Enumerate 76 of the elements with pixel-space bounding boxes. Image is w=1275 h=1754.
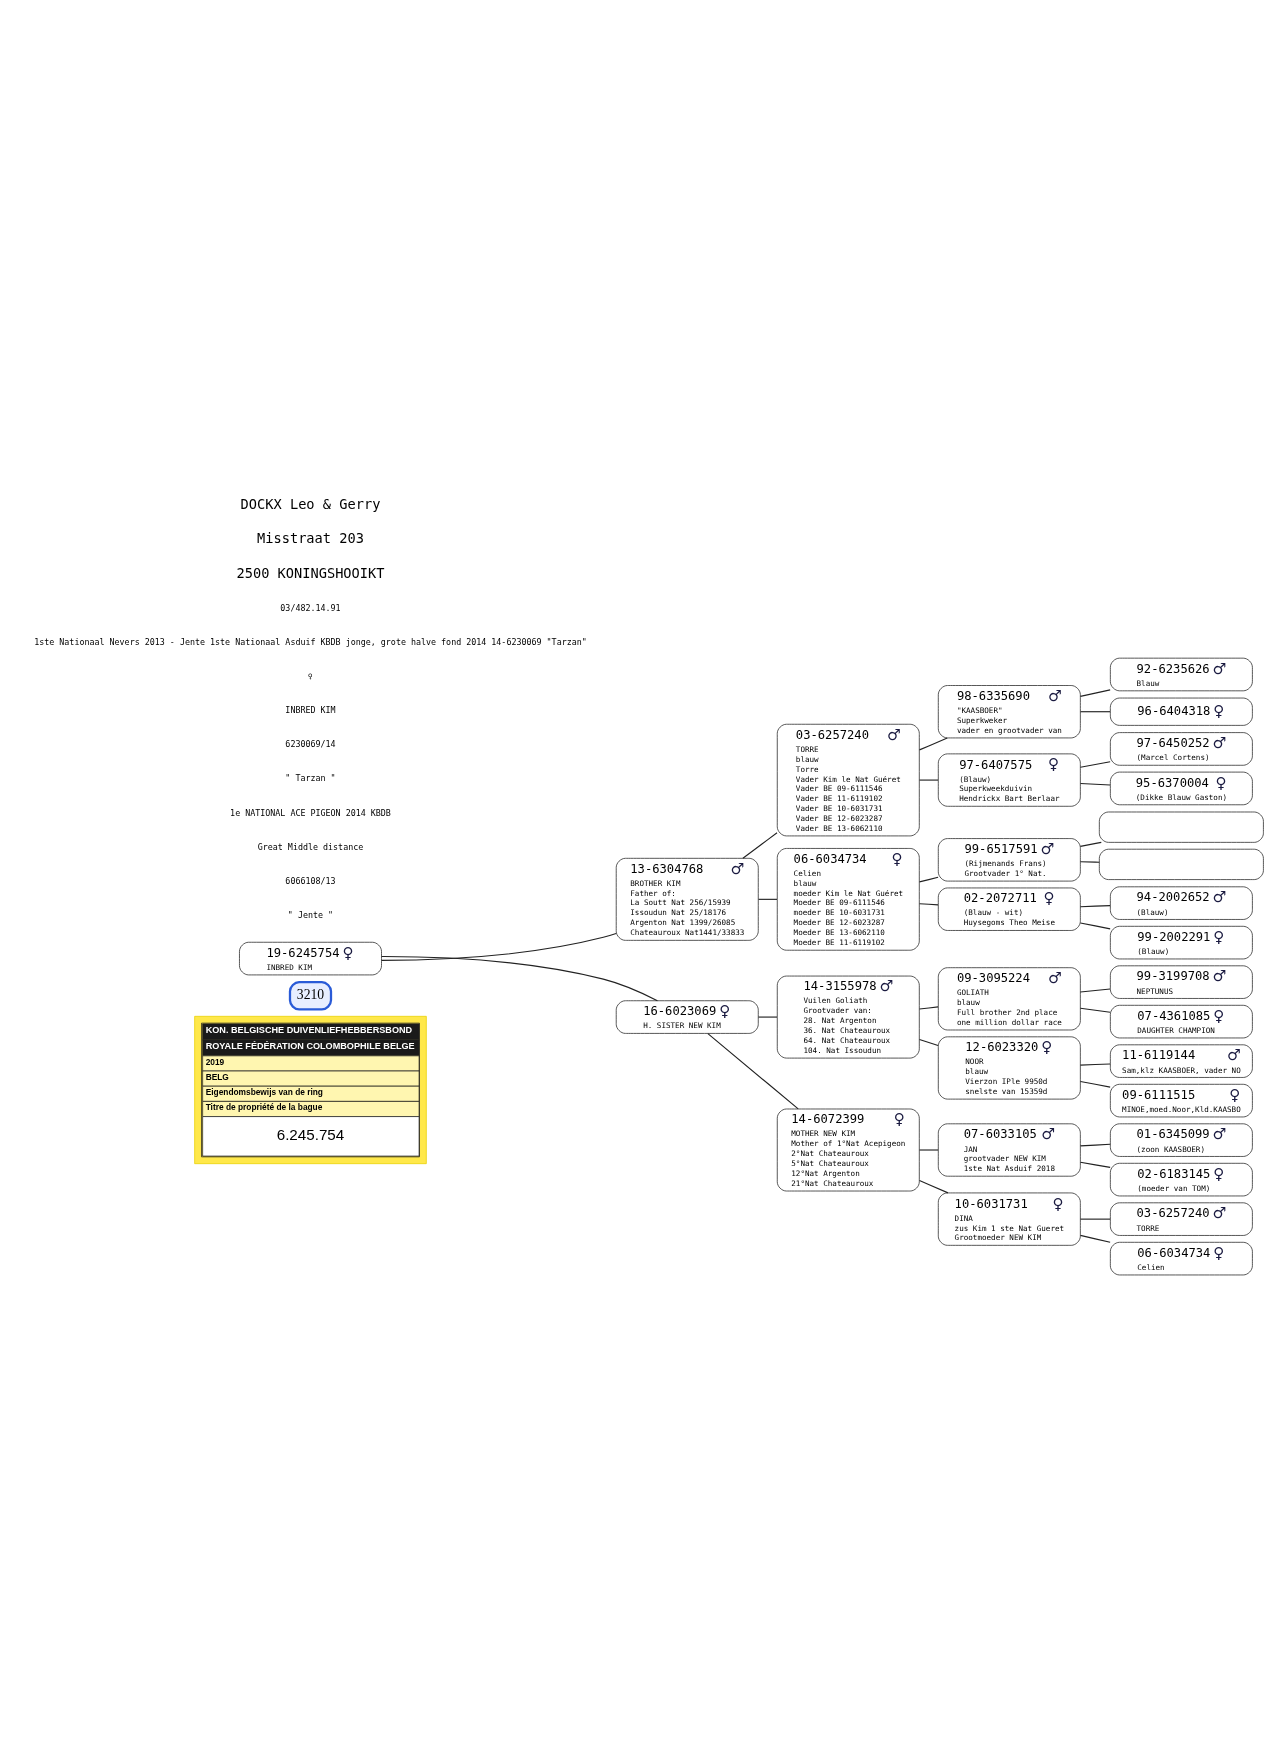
node-box: 06-6034734 ♀ Celien blauw moeder Kim le Nat Guéret Moeder BE 09-6111546 moeder BE 10-6031731 Moeder BE 12-6023287 Moeder BE 13-6062110 Moeder BE 11-6119102 (776, 847, 920, 951)
connector (918, 779, 939, 781)
label: 6066108/13 (285, 875, 336, 886)
connector (1079, 1080, 1111, 1088)
connector (918, 876, 939, 882)
label: 1e NATIONAL ACE PIGEON 2014 KBDB (230, 807, 391, 818)
node-box: 11-6119144 ♂ Sam,klz KAASBOER, vader NO (1109, 1043, 1253, 1078)
connector (1079, 921, 1111, 929)
connector (1079, 841, 1102, 847)
node-box: 14-6072399 ♀ MOTHER NEW KIM Mother of 1°Nat Acepigeon 2°Nat Chateauroux 5°Nat Chateauroux 12°Nat Argenton 21°Nat Chateauroux (776, 1108, 920, 1191)
connector (757, 1016, 778, 1018)
label: ♀ (307, 670, 314, 681)
connector (1079, 760, 1111, 768)
node-box: 03-6257240 ♂ TORRE (1109, 1201, 1253, 1236)
label: " Jente " (287, 909, 334, 920)
node-box (1098, 848, 1264, 880)
connector (918, 1148, 939, 1151)
connector (1079, 860, 1100, 863)
node-box: 07-4361085 ♀ DAUGHTER CHAMPION (1109, 1004, 1253, 1038)
connector (1079, 1062, 1111, 1066)
node-box: 10-6031731 ♀ DINA zus Kim 1 ste Nat Gueret Grootmoeder NEW KIM (937, 1192, 1081, 1246)
node-box: 09-6111515 ♀ MINOE,moed.Noor,Kld.KAASBO (1109, 1083, 1253, 1117)
connector (707, 1032, 799, 1109)
node-box: 09-3095224 ♂ GOLIATH blauw Full brother 2nd place one million dollar race (937, 966, 1081, 1030)
node-box: 03-6257240 ♂ TORRE blauw Torre Vader Kim le Nat Guéret Vader BE 09-6111546 Vader BE 11-6119102 Vader BE 10-6031731 Vader BE 12-6023287 Vader BE 13-6062110 (776, 723, 920, 836)
connector (1079, 1234, 1111, 1243)
connector (1079, 710, 1111, 712)
node-box: 92-6235626 ♂ Blauw (1109, 657, 1253, 691)
connector (918, 1005, 939, 1010)
connector (757, 898, 778, 900)
node-box: 07-6033105 ♂ JAN grootvader NEW KIM 1ste Nat Asduif 2018 (937, 1122, 1081, 1177)
label: INBRED KIM (285, 704, 336, 715)
node-box: 99-6517591 ♂ (Rijmenands Frans) Grootvader 1° Nat. (937, 837, 1081, 881)
node-box: 02-2072711 ♀ (Blauw - wit) Huysegoms Theo Meise (937, 887, 1081, 931)
connector (1079, 987, 1111, 993)
connector (918, 902, 939, 905)
node-box: 3210 (288, 980, 333, 1011)
connector (1079, 688, 1111, 697)
connector (1079, 782, 1111, 786)
node-box (1098, 811, 1264, 843)
label: 2500 KONINGSHOOIKT (236, 564, 385, 581)
connector (918, 1179, 949, 1193)
node-box: 97-6407575 ♀ (Blauw) Superkweekduivin Hendrickx Bart Berlaar (937, 753, 1081, 807)
connector (381, 955, 658, 1001)
node-box: 01-6345099 ♂ (zoon KAASBOER) (1109, 1122, 1253, 1157)
node-box: 94-2002652 ♂ (Blauw) (1109, 885, 1253, 920)
node-box: 16-6023069 ♀ H. SISTER NEW KIM (615, 999, 759, 1034)
label: DOCKX Leo & Gerry (240, 495, 381, 512)
label: 03/482.14.91 (280, 602, 341, 613)
label: 6230069/14 (285, 738, 336, 749)
connector (918, 736, 948, 750)
node-box: 97-6450252 ♂ (Marcel Cortens) (1109, 731, 1253, 766)
connector (1079, 1218, 1111, 1220)
connector (1079, 1007, 1111, 1013)
connector (1079, 1161, 1111, 1168)
node-box: 95-6370004 ♀ (Dikke Blauw Gaston) (1109, 771, 1253, 805)
node-box: 99-3199708 ♂ NEPTUNUS (1109, 964, 1253, 999)
node-box: 19-6245754 ♀ INBRED KIM (239, 941, 382, 975)
label: 1ste Nationaal Nevers 2013 - Jente 1ste Nationaal Asduif KBDB jonge, grote halve fond 2014 14-6230069 "Tarzan" (34, 636, 587, 647)
node-box: 13-6304768 ♂ BROTHER KIM Father of: La Soutt Nat 256/15939 Issoudun Nat 25/18176 Argenton Nat 1399/26085 Chateauroux Nat1441/33833 (615, 857, 759, 941)
connector (381, 932, 617, 961)
node-box: KON. BELGISCHE DUIVENLIEFHEBBERSBOND ROYALE FÉDÉRATION COLOMBOPHILE BELGE 2019 BELG Eigendomsbewijs van de ring Titre de propriété de la bague 6.245.754 (194, 1015, 427, 1164)
node-box: 06-6034734 ♀ Celien (1109, 1241, 1253, 1275)
node-box: 96-6404318 ♀ (1109, 697, 1253, 726)
label: " Tarzan " (285, 772, 336, 783)
connector (1079, 904, 1111, 907)
connector (1079, 1143, 1111, 1146)
connector (918, 1038, 939, 1046)
label: Great Middle distance (257, 841, 364, 852)
connector (742, 831, 778, 859)
node-box: 14-3155978 ♂ Vuilen Goliath Grootvader van: 28. Nat Argenton 36. Nat Chateauroux 64. Nat Chateauroux 104. Nat Issoudun (776, 975, 920, 1058)
label: Misstraat 203 (257, 529, 364, 546)
node-box: 02-6183145 ♀ (moeder van TOM) (1109, 1162, 1253, 1196)
node-box: 99-2002291 ♀ (Blauw) (1109, 925, 1253, 959)
node-box: 12-6023320 ♀ NOOR blauw Vierzon IPle 9950d snelste van 15359d (937, 1035, 1081, 1099)
node-box: 98-6335690 ♂ "KAASBOER" Superkweker vader en grootvader van (937, 684, 1081, 738)
